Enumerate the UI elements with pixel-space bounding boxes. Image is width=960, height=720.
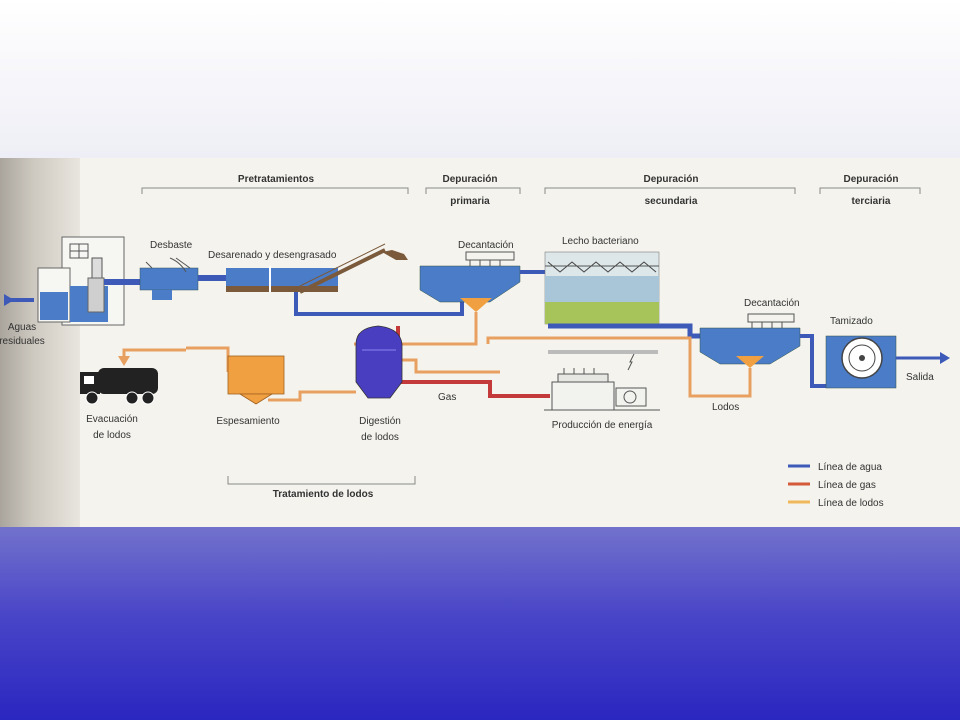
label-evacuacion-line2: de lodos xyxy=(93,430,131,441)
label-digestion-line1: Digestión xyxy=(359,416,401,427)
stage-secundaria-line1: Depuración xyxy=(643,174,698,185)
label-decantacion-secundaria: Decantación xyxy=(744,298,800,309)
sludge-arrow-icon xyxy=(118,356,130,366)
espesamiento-tank xyxy=(227,355,285,405)
page-edge-shadow xyxy=(0,158,80,527)
bracket-secundaria xyxy=(544,187,796,194)
bracket-pretratamientos xyxy=(141,187,409,194)
label-lecho: Lecho bacteriano xyxy=(562,236,639,247)
stage-pretratamientos: Pretratamientos xyxy=(238,174,315,185)
water-pipe-to-primary xyxy=(294,292,464,316)
inlet-building xyxy=(37,236,125,326)
stage-terciaria-line2: terciaria xyxy=(852,196,891,207)
slide-bottom-background xyxy=(0,527,960,720)
bracket-primaria xyxy=(425,187,521,194)
sludge-line-truck-arrow xyxy=(122,348,186,362)
stage-tratamiento-lodos: Tratamiento de lodos xyxy=(273,489,374,500)
legend-label-water: Línea de agua xyxy=(818,462,882,473)
water-pipe-lecho-to-secondary xyxy=(548,323,706,339)
water-pipe-to-tamizado xyxy=(800,334,830,388)
bracket-lodos xyxy=(227,476,416,485)
label-salida: Salida xyxy=(906,372,934,383)
label-lodos: Lodos xyxy=(712,402,739,413)
stage-brackets xyxy=(141,187,921,485)
primary-decantation-tank xyxy=(419,251,521,312)
energy-production-unit xyxy=(544,350,660,411)
label-tamizado: Tamizado xyxy=(830,316,873,327)
sludge-line-secondary xyxy=(486,336,752,398)
label-decantacion-primaria: Decantación xyxy=(458,240,514,251)
outlet-arrow-icon xyxy=(940,352,950,364)
label-aguas-line2: residuales xyxy=(0,336,45,347)
sludge-line-to-truck xyxy=(186,346,230,372)
stage-primaria-line1: Depuración xyxy=(442,174,497,185)
label-espesamiento: Espesamiento xyxy=(216,416,280,427)
stage-secundaria-line2: secundaria xyxy=(645,196,698,207)
label-evacuacion-line1: Evacuación xyxy=(86,414,138,425)
inlet-arrow-icon xyxy=(4,294,14,306)
label-digestion-line2: de lodos xyxy=(361,432,399,443)
label-gas: Gas xyxy=(438,392,456,403)
stage-primaria-line2: primaria xyxy=(450,196,490,207)
bracket-terciaria xyxy=(819,187,921,194)
secondary-decantation-tank xyxy=(699,313,801,368)
lecho-bacteriano-unit xyxy=(544,251,660,325)
slide-top-background xyxy=(0,0,960,158)
legend-label-sludge: Línea de lodos xyxy=(818,498,884,509)
legend: Línea de agua Línea de gas Línea de lodo… xyxy=(788,462,884,509)
digestor-tank xyxy=(355,325,403,399)
label-desarenado: Desarenado y desengrasado xyxy=(208,250,337,261)
sludge-line-espesamiento-digester xyxy=(268,390,356,402)
stage-terciaria-line1: Depuración xyxy=(843,174,898,185)
label-desbaste: Desbaste xyxy=(150,240,193,251)
desbaste-unit xyxy=(139,257,199,300)
label-aguas-line1: Aguas xyxy=(8,322,36,333)
legend-label-gas: Línea de gas xyxy=(818,480,876,491)
tamizado-unit xyxy=(825,335,897,389)
label-produccion: Producción de energía xyxy=(552,420,653,431)
truck-icon xyxy=(80,368,158,405)
desarenado-unit xyxy=(226,243,408,294)
